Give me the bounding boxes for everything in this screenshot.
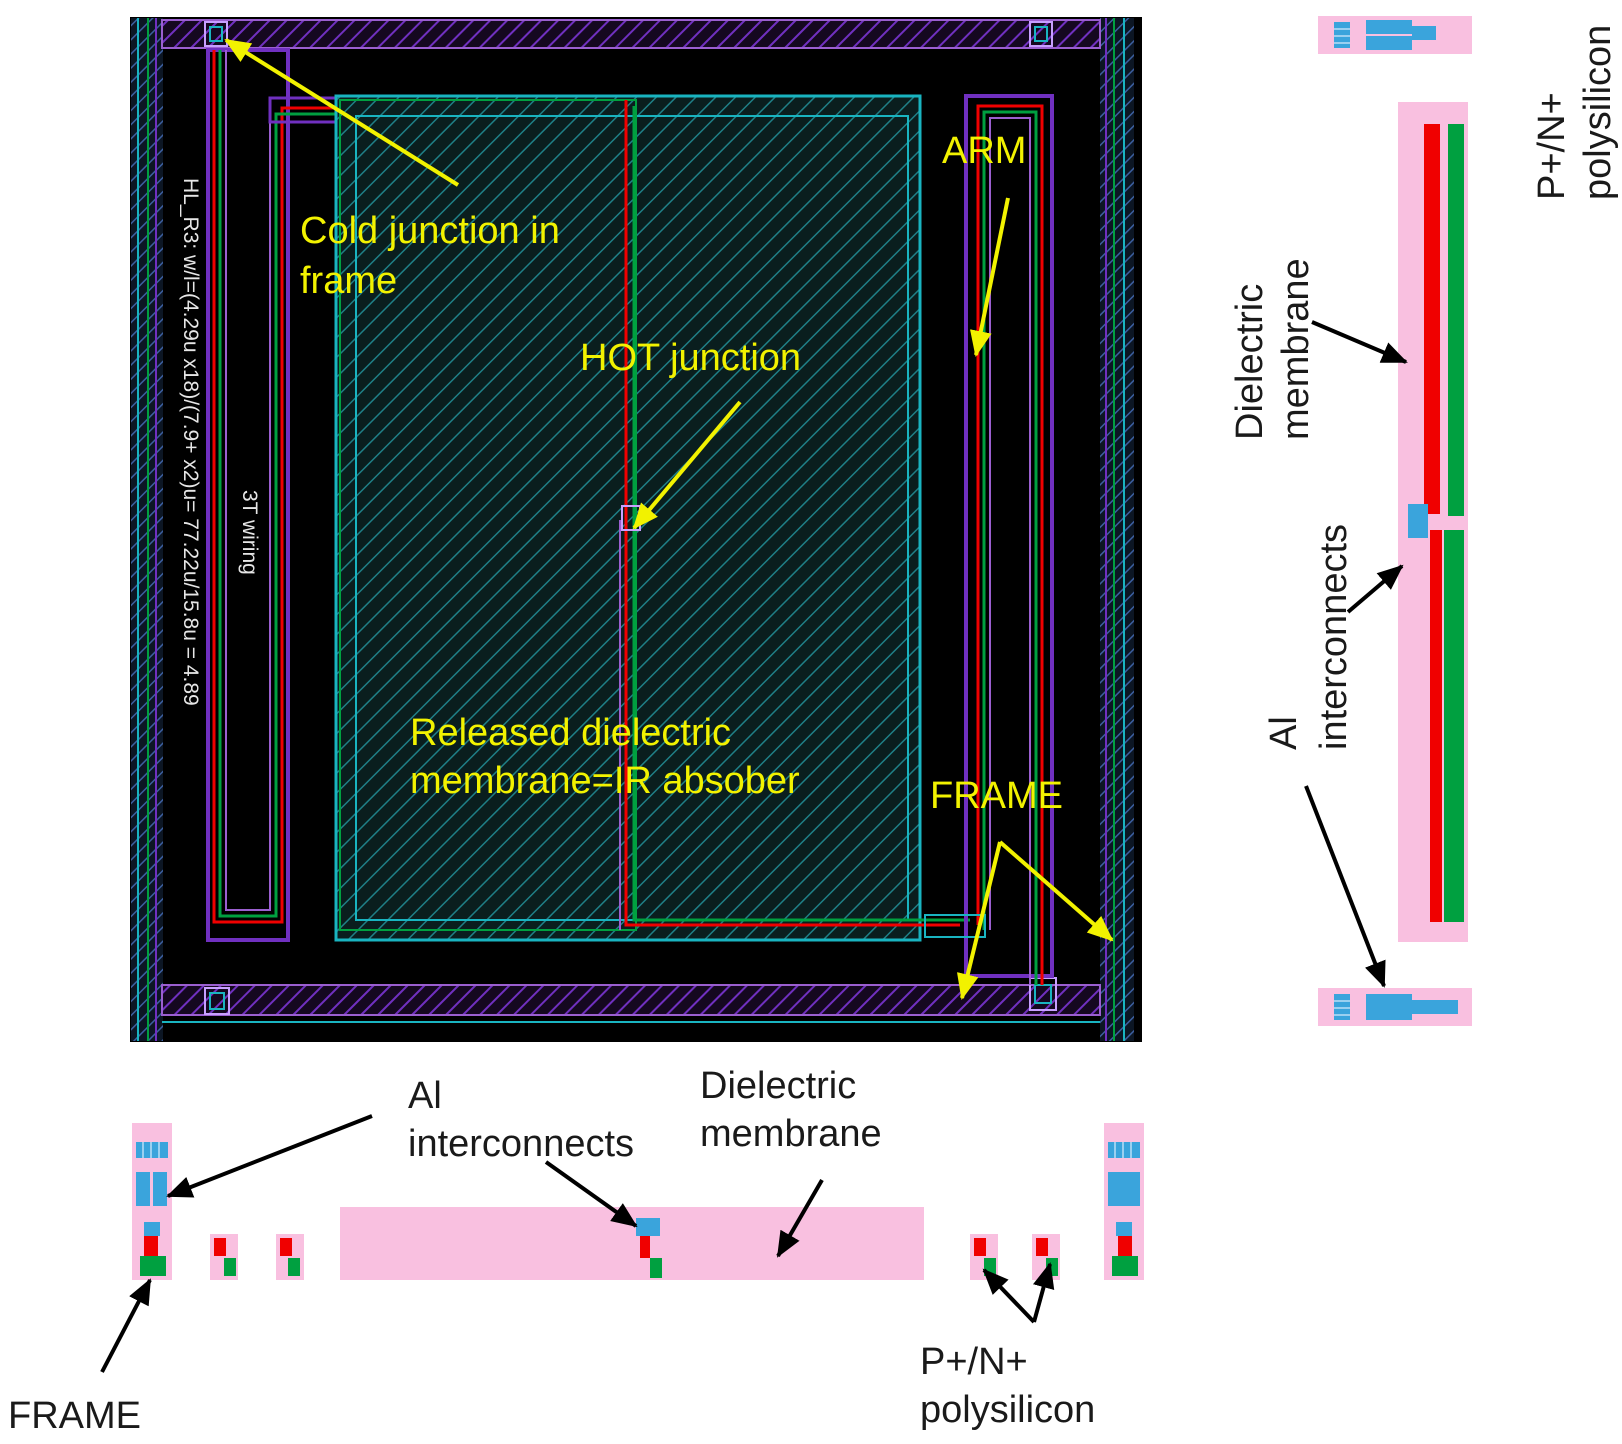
arrow-icon	[970, 197, 1010, 357]
layout-formula-text: HL_R3: w/l=(4.29u x18)/(7.9+ x2)u= 77.22…	[179, 178, 202, 706]
layout-view: HL_R3: w/l=(4.29u x18)/(7.9+ x2)u= 77.22…	[130, 17, 1142, 1042]
bottom-cross-section: Al interconnects Dielectric membrane FRA…	[8, 1065, 1144, 1437]
dielectric-membrane-label-right: Dielectric	[1229, 284, 1271, 440]
arrow-icon	[1346, 564, 1404, 614]
arrow-icon	[956, 841, 1002, 1000]
polysilicon-label-line2: polysilicon	[920, 1389, 1095, 1431]
al-interconnects-label: Al	[408, 1075, 442, 1117]
polysilicon-label: P+/N+	[920, 1341, 1028, 1383]
arrow-icon	[224, 38, 460, 187]
membrane-label: Released dielectric	[410, 712, 731, 754]
frame-top-band	[162, 20, 1100, 48]
arrow-icon	[544, 1160, 638, 1228]
ir-absorber-membrane	[334, 94, 922, 942]
arrow-icon	[1304, 785, 1386, 988]
arm-label: ARM	[942, 130, 1026, 172]
polysilicon-label-right: P+/N+	[1531, 92, 1573, 200]
dielectric-membrane-label-right-line2: membrane	[1275, 258, 1317, 440]
contact-pad-icon	[204, 21, 228, 47]
polysilicon-label-right-line2: polysilicon	[1577, 25, 1619, 200]
cold-junction-label-line2: frame	[300, 260, 397, 302]
dielectric-membrane	[340, 1207, 924, 1280]
arrow-icon	[100, 1278, 152, 1373]
right-arm	[964, 94, 1054, 985]
al-interconnects-label-right: Al	[1263, 716, 1305, 750]
frame-bottom-band	[162, 985, 1100, 1015]
arrow-icon	[776, 1178, 824, 1258]
contact-pad-icon	[1029, 21, 1053, 47]
al-interconnects-label-line2: interconnects	[408, 1123, 634, 1165]
dielectric-membrane-label-line2: membrane	[700, 1113, 882, 1155]
arrow-icon	[998, 840, 1114, 942]
contact-pad-icon	[204, 987, 230, 1015]
arrow-icon	[1311, 320, 1408, 364]
membrane-label-line2: membrane=IR absober	[410, 760, 800, 802]
arrow-icon	[632, 400, 742, 530]
hot-junction-label: HOT junction	[580, 337, 801, 379]
arrow-icon	[166, 1114, 373, 1198]
frame-label: FRAME	[930, 775, 1063, 817]
al-interconnects-label-right-line2: interconnects	[1313, 524, 1355, 750]
arrow-icon	[982, 1268, 1036, 1324]
dielectric-membrane-label: Dielectric	[700, 1065, 856, 1107]
layout-wiring-text: 3T wiring	[238, 490, 261, 575]
frame-label-bottom: FRAME	[8, 1395, 141, 1437]
arrow-icon	[1032, 1262, 1055, 1323]
right-cross-section: P+/N+ polysilicon Dielectric membrane Al…	[1229, 16, 1619, 1026]
cold-junction-label: Cold junction in	[300, 210, 560, 252]
